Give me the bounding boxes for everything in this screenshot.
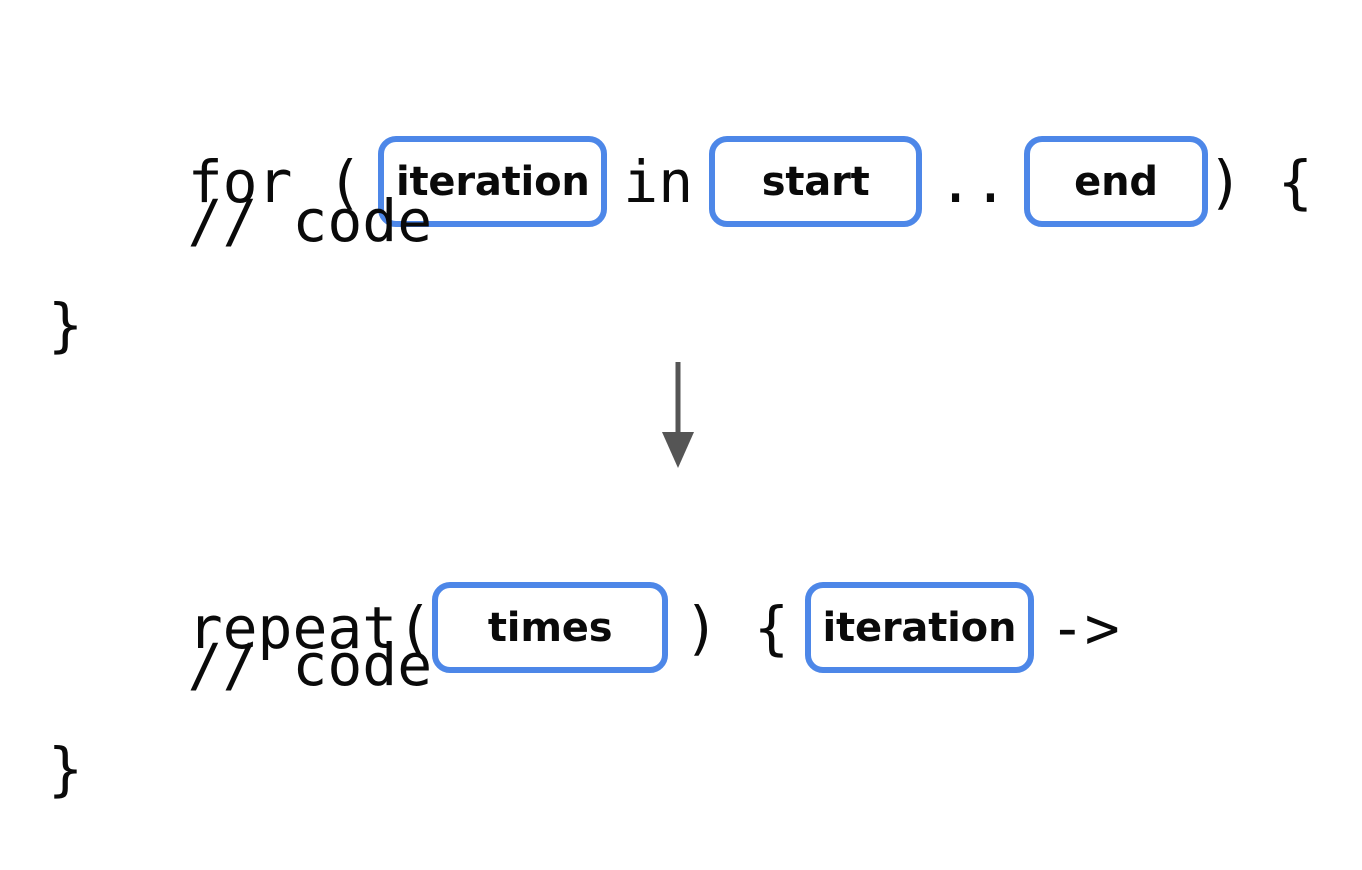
slot-iteration[interactable]: iteration bbox=[378, 136, 608, 227]
transformation-arrow bbox=[646, 358, 710, 474]
operator-in: in bbox=[623, 147, 694, 216]
space bbox=[1243, 153, 1278, 211]
code-line-comment-after: // code bbox=[48, 631, 433, 699]
slot-times[interactable]: times bbox=[432, 582, 669, 673]
code-line-repeat-statement: repeat(times) {iteration-> bbox=[48, 524, 1120, 731]
space bbox=[719, 599, 754, 657]
code-line-comment-before: // code bbox=[48, 187, 433, 255]
lambda-arrow: -> bbox=[1049, 593, 1120, 662]
slot-end[interactable]: end bbox=[1023, 136, 1208, 227]
code-line-closing-brace-before: } bbox=[48, 291, 83, 359]
close-paren: ) bbox=[1207, 147, 1243, 216]
slot-start[interactable]: start bbox=[709, 136, 923, 227]
open-brace: { bbox=[753, 593, 789, 662]
code-line-closing-brace-after: } bbox=[48, 735, 83, 803]
keyword-repeat: repeat( bbox=[187, 593, 433, 662]
open-paren: ( bbox=[327, 147, 363, 216]
slot-iteration-lambda[interactable]: iteration bbox=[804, 582, 1034, 673]
close-paren: ) bbox=[684, 593, 720, 662]
range-operator: .. bbox=[938, 147, 1008, 216]
keyword-for: for bbox=[187, 147, 293, 216]
open-brace: { bbox=[1277, 147, 1313, 216]
